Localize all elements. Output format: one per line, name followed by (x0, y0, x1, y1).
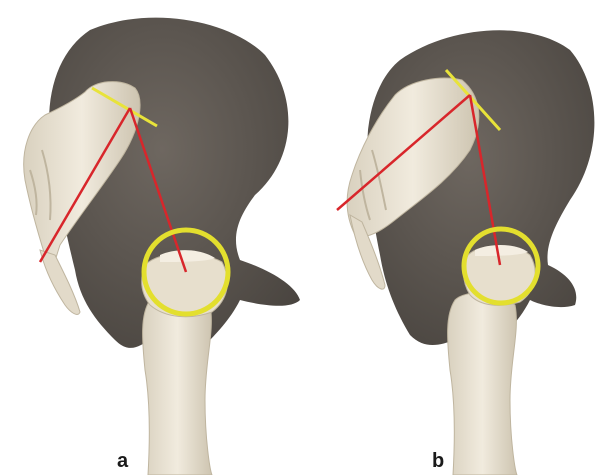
femur-shaft (448, 293, 517, 475)
panel-b-illustration (337, 30, 594, 475)
femoral-head (142, 253, 228, 316)
panel-label-a: a (117, 451, 128, 471)
panel-a-illustration (24, 18, 300, 475)
panel-label-b: b (432, 451, 444, 471)
femur-shaft (143, 293, 212, 475)
